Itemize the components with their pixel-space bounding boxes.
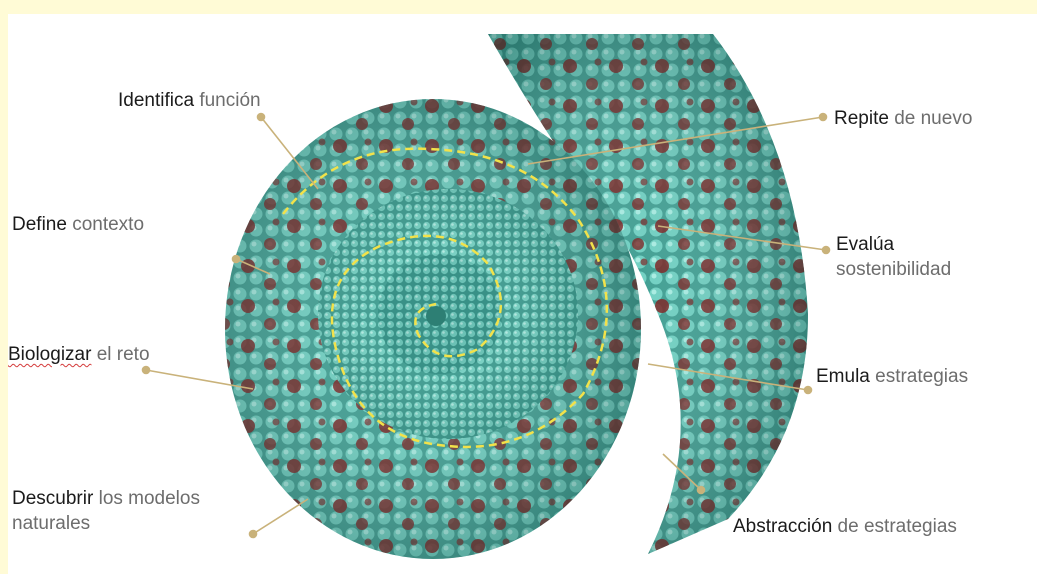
label-keyword: Evalúa: [836, 234, 894, 255]
label-keyword: Descubrir: [12, 488, 93, 509]
label-descubrir: Descubrir los modelos naturales: [12, 486, 200, 536]
label-text: el reto: [91, 344, 149, 365]
label-repite: Repite de nuevo: [834, 106, 972, 131]
label-keyword: Repite: [834, 108, 889, 129]
label-abstraccion: Abstracción de estrategias: [733, 514, 957, 539]
label-text: contexto: [67, 214, 144, 235]
label-define: Define contexto: [12, 212, 144, 237]
label-keyword: Abstracción: [733, 516, 832, 537]
label-text-line2: naturales: [12, 513, 90, 534]
tail-coil-center: [426, 306, 446, 326]
label-text: de estrategias: [832, 516, 957, 537]
label-identifica: Identifica función: [118, 88, 261, 113]
label-text: los modelos: [93, 488, 200, 509]
label-keyword: Identifica: [118, 90, 194, 111]
label-keyword: Define: [12, 214, 67, 235]
label-text: estrategias: [870, 366, 968, 387]
label-text-line2: sostenibilidad: [836, 259, 951, 280]
label-evalua: Evalúa sostenibilidad: [836, 232, 951, 282]
label-text: función: [194, 90, 261, 111]
label-biologizar: Biologizar el reto: [8, 342, 150, 367]
diagram-canvas: Identifica función Define contexto Biolo…: [8, 14, 1037, 574]
label-keyword: Emula: [816, 366, 870, 387]
label-text: de nuevo: [889, 108, 972, 129]
label-emula: Emula estrategias: [816, 364, 968, 389]
label-keyword: Biologizar: [8, 344, 91, 365]
